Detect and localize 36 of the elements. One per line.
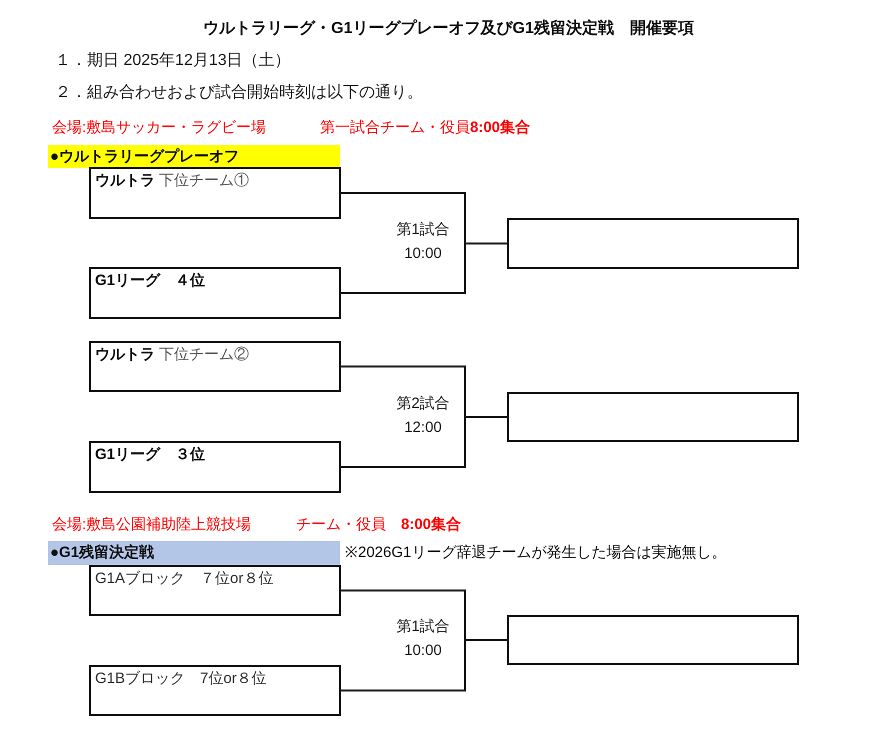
kickoff-time: 10:00 — [403, 641, 443, 661]
kickoff-time: 10:00 — [403, 244, 443, 264]
result-box — [507, 392, 799, 442]
bracket-line — [341, 416, 507, 468]
team-name: G1Aブロック ７位or８位 — [94, 569, 274, 589]
team-box — [89, 565, 341, 616]
team-box — [89, 665, 341, 716]
date-line: １．期日 2025年12月13日（土） — [55, 50, 291, 71]
match-label: 第1試合 — [395, 220, 451, 240]
match-label: 第1試合 — [395, 617, 451, 637]
team-name: G1Bブロック 7位or８位 — [94, 669, 268, 689]
match-label: 第2試合 — [395, 394, 451, 414]
section-band — [48, 541, 340, 565]
kickoff-time: 12:00 — [403, 418, 443, 438]
team-name: G1リーグ ３位 — [94, 445, 206, 465]
section-band — [48, 145, 340, 168]
team-box — [89, 267, 341, 319]
team-box — [89, 441, 341, 493]
team-name: ウルトラ 下位チーム① — [94, 171, 250, 191]
result-box — [507, 218, 799, 269]
bracket-line — [341, 639, 507, 692]
venue-note: 会場:敷島公園補助陸上競技場 — [52, 515, 252, 535]
document-title: ウルトラリーグ・G1リーグプレーオフ及びG1残留決定戦 開催要項 — [202, 18, 695, 39]
team-box — [89, 167, 341, 219]
bracket-line — [341, 242, 507, 294]
assembly-note: 第一試合チーム・役員8:00集合 — [320, 118, 530, 138]
team-name: ウルトラ 下位チーム② — [94, 345, 250, 365]
team-box — [89, 341, 341, 392]
result-box — [507, 615, 799, 665]
venue-note: 会場:敷島サッカー・ラグビー場 — [52, 118, 266, 138]
section-heading: ●G1残留決定戦 — [49, 543, 156, 563]
team-name: G1リーグ ４位 — [94, 271, 206, 291]
info-line: ２．組み合わせおよび試合開始時刻は以下の通り。 — [55, 82, 423, 103]
note-text: ※2026G1リーグ辞退チームが発生した場合は実施無し。 — [345, 543, 726, 563]
assembly-note: チーム・役員 8:00集合 — [296, 515, 462, 535]
section-heading: ●ウルトラリーグプレーオフ — [49, 147, 240, 167]
